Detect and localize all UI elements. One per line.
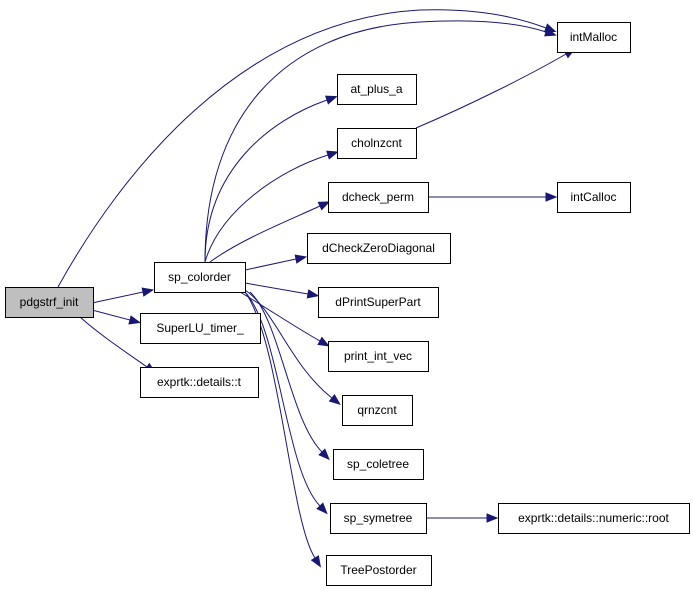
arrowhead-icon <box>316 502 328 515</box>
edge-sp_colorder-to-dCheckZeroDiagonal <box>244 254 308 271</box>
edge-layer <box>57 9 576 568</box>
arrowhead-icon <box>317 201 331 211</box>
node-sp_symetree[interactable]: sp_symetree <box>330 503 427 534</box>
arrowhead-icon <box>545 192 558 202</box>
node-box[interactable] <box>328 341 429 372</box>
node-exprtk_details_t[interactable]: exprtk::details::t <box>140 367 259 398</box>
edge-line <box>244 291 321 507</box>
edge-line <box>57 9 547 288</box>
edge-line <box>209 205 321 263</box>
node-box[interactable] <box>333 449 424 480</box>
node-label: TreePostorder <box>340 563 416 577</box>
node-box <box>5 287 94 318</box>
node-box[interactable] <box>307 233 451 264</box>
edge-dcheck_perm-to-intCalloc <box>428 192 558 202</box>
edge-sp_symetree-to-exprtk_details_numeric_root <box>426 513 499 523</box>
node-label: dPrintSuperPart <box>335 295 421 309</box>
node-label: SuperLU_timer_ <box>156 321 244 335</box>
node-box[interactable] <box>337 74 417 105</box>
edge-pdgstrf_init-to-SuperLU_timer_ <box>91 309 141 325</box>
node-box[interactable] <box>498 503 690 534</box>
node-exprtk_details_numeric_root[interactable]: exprtk::details::numeric::root <box>498 503 690 534</box>
edge-sp_colorder-to-sp_symetree <box>244 291 328 515</box>
node-TreePostorder[interactable]: TreePostorder <box>326 555 432 586</box>
edge-sp_colorder-to-dPrintSuperPart <box>244 282 320 299</box>
node-box[interactable] <box>140 367 259 398</box>
node-label: sp_symetree <box>344 511 413 525</box>
node-box[interactable] <box>328 182 429 213</box>
node-label: sp_coletree <box>347 457 409 471</box>
node-label: pdgstrf_init <box>20 295 79 309</box>
arrowhead-icon <box>294 254 308 264</box>
arrowhead-icon <box>141 287 155 297</box>
node-layer: pdgstrf_init sp_colorderSuperLU_timer_exp… <box>5 22 690 586</box>
edge-line <box>204 154 329 263</box>
node-label: intCalloc <box>570 190 616 204</box>
arrowhead-icon <box>306 289 320 299</box>
arrowhead-icon <box>128 315 141 325</box>
arrowhead-icon <box>324 95 338 105</box>
node-label: exprtk::details::numeric::root <box>518 511 669 525</box>
node-sp_colorder[interactable]: sp_colorder <box>154 262 246 293</box>
arrowhead-icon <box>310 555 322 568</box>
arrowhead-icon <box>317 336 330 347</box>
edge-sp_colorder-to-at_plus_a <box>204 95 338 263</box>
node-box[interactable] <box>140 313 261 344</box>
edge-line <box>79 316 148 368</box>
node-label: sp_colorder <box>168 270 231 284</box>
node-box[interactable] <box>318 287 439 318</box>
edge-sp_colorder-to-intMalloc <box>204 20 557 263</box>
node-label: at_plus_a <box>350 82 402 96</box>
node-cholnzcnt[interactable]: cholnzcnt <box>337 128 417 159</box>
arrowhead-icon <box>318 448 330 461</box>
node-dcheck_perm[interactable]: dcheck_perm <box>328 182 429 213</box>
node-label: qrnzcnt <box>357 403 397 417</box>
node-box[interactable] <box>342 395 413 426</box>
edge-line <box>91 291 144 304</box>
node-box[interactable] <box>337 128 417 159</box>
node-box[interactable] <box>330 503 427 534</box>
edge-line <box>415 53 567 129</box>
node-box[interactable] <box>557 22 631 53</box>
node-dCheckZeroDiagonal[interactable]: dCheckZeroDiagonal <box>307 233 451 264</box>
edge-line <box>244 289 333 399</box>
edge-line <box>204 20 547 263</box>
edge-line <box>91 309 131 321</box>
edge-sp_colorder-to-sp_coletree <box>249 291 330 461</box>
node-at_plus_a[interactable]: at_plus_a <box>337 74 417 105</box>
node-label: dCheckZeroDiagonal <box>322 241 435 255</box>
node-intMalloc[interactable]: intMalloc <box>557 22 631 53</box>
node-box[interactable] <box>557 182 631 213</box>
node-sp_coletree[interactable]: sp_coletree <box>333 449 424 480</box>
node-box[interactable] <box>154 262 246 293</box>
edge-pdgstrf_init-to-sp_colorder <box>91 287 155 304</box>
node-SuperLU_timer_[interactable]: SuperLU_timer_ <box>140 313 261 344</box>
edge-line <box>249 291 323 453</box>
edge-sp_colorder-to-cholnzcnt <box>204 150 339 263</box>
edge-sp_colorder-to-qrnzcnt <box>244 289 341 406</box>
arrowhead-icon <box>328 394 341 406</box>
node-dPrintSuperPart[interactable]: dPrintSuperPart <box>318 287 439 318</box>
node-label: dcheck_perm <box>342 190 414 204</box>
node-label: exprtk::details::t <box>157 375 242 389</box>
node-pdgstrf_init: pdgstrf_init <box>5 287 94 318</box>
edge-pdgstrf_init-to-intMalloc <box>57 9 557 288</box>
node-label: cholnzcnt <box>351 136 402 150</box>
node-box[interactable] <box>326 555 432 586</box>
edge-line <box>244 258 297 271</box>
edge-sp_colorder-to-dcheck_perm <box>209 201 331 263</box>
node-intCalloc[interactable]: intCalloc <box>557 182 631 213</box>
node-label: intMalloc <box>570 30 617 44</box>
node-qrnzcnt[interactable]: qrnzcnt <box>342 395 413 426</box>
edge-line <box>244 282 309 295</box>
edge-cholnzcnt-to-intMalloc <box>415 48 576 129</box>
node-print_int_vec[interactable]: print_int_vec <box>328 341 429 372</box>
arrowhead-icon <box>544 27 557 37</box>
edge-line <box>204 99 328 263</box>
arrowhead-icon <box>326 150 339 160</box>
node-label: print_int_vec <box>344 349 412 363</box>
arrowhead-icon <box>486 513 499 523</box>
